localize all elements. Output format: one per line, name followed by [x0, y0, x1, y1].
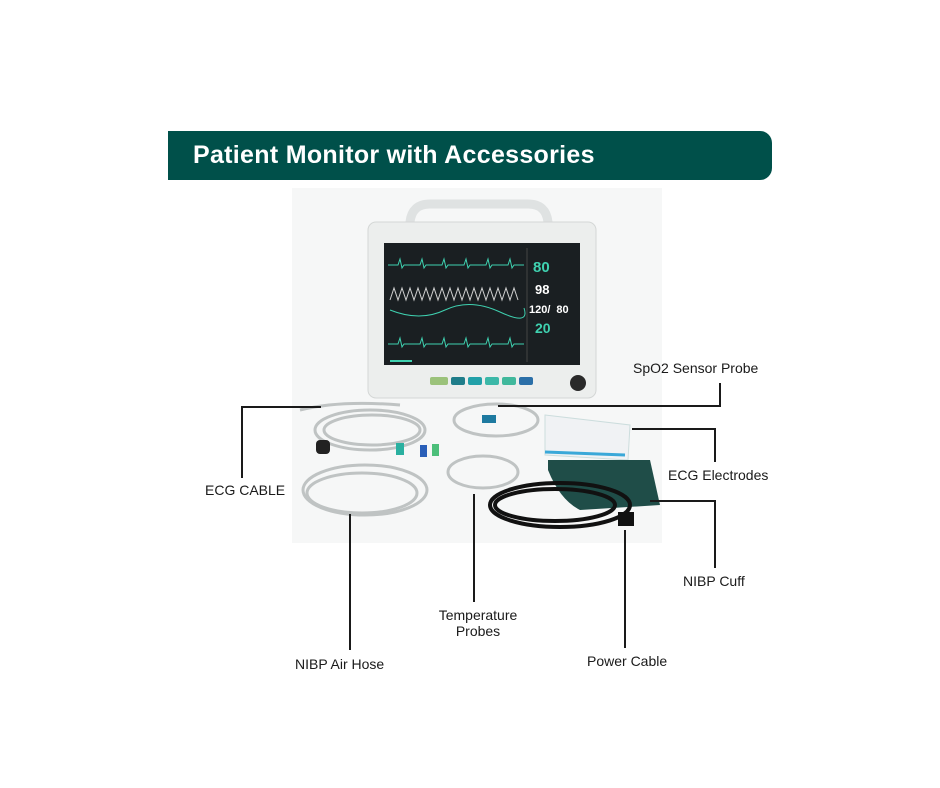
temperature-probe-coil — [446, 454, 520, 490]
label-spo2-sensor-probe: SpO2 Sensor Probe — [633, 360, 759, 376]
patient-monitor — [367, 199, 597, 399]
resp-waveform — [389, 304, 526, 319]
monitor-key — [451, 377, 465, 385]
ecg-waveform-2 — [388, 336, 524, 349]
pleth-waveform — [389, 286, 519, 302]
label-ecg-cable: ECG CABLE — [205, 482, 286, 498]
monitor-key — [468, 377, 482, 385]
ecg-connector — [316, 440, 330, 454]
hr-readout: 80 — [533, 259, 550, 276]
label-line: Temperature — [438, 607, 518, 623]
title-banner: Patient Monitor with Accessories — [168, 131, 772, 180]
resp-readout: 20 — [535, 320, 551, 336]
label-nibp-cuff: NIBP Cuff — [683, 573, 745, 589]
power-cable-coil — [488, 481, 632, 529]
monitor-key — [519, 377, 533, 385]
accessories — [299, 401, 540, 517]
leader-line — [473, 494, 475, 602]
spo2-probe-coil — [452, 402, 540, 438]
nibp-cuff — [548, 460, 660, 510]
leader-line — [241, 406, 243, 478]
leader-line — [714, 500, 716, 568]
spo2-readout: 98 — [535, 282, 550, 297]
nibp-readout: 120/80 — [529, 304, 569, 316]
nibp-systolic: 120 — [529, 304, 548, 316]
leader-line — [719, 383, 721, 406]
monitor-knob — [570, 375, 586, 391]
leader-line — [498, 405, 721, 407]
leader-line — [714, 428, 716, 462]
monitor-key — [485, 377, 499, 385]
leader-line — [650, 500, 715, 502]
ecg-cable-coil — [313, 408, 427, 452]
leader-line — [624, 530, 626, 648]
leader-line — [241, 406, 321, 408]
leader-line — [632, 428, 715, 430]
monitor-key — [430, 377, 448, 385]
nibp-hose-coil — [301, 463, 429, 517]
label-line: Probes — [455, 623, 501, 639]
monitor-key — [502, 377, 516, 385]
monitor-screen — [384, 243, 580, 365]
label-ecg-electrodes: ECG Electrodes — [668, 467, 769, 483]
leader-line — [349, 514, 351, 650]
ecg-waveform — [388, 257, 524, 270]
label-nibp-air-hose: NIBP Air Hose — [295, 656, 385, 672]
label-temperature-probes: Temperature Probes — [418, 607, 538, 639]
monitor-handle — [405, 199, 553, 223]
nibp-diastolic: 80 — [556, 304, 569, 316]
label-power-cable: Power Cable — [587, 653, 668, 669]
